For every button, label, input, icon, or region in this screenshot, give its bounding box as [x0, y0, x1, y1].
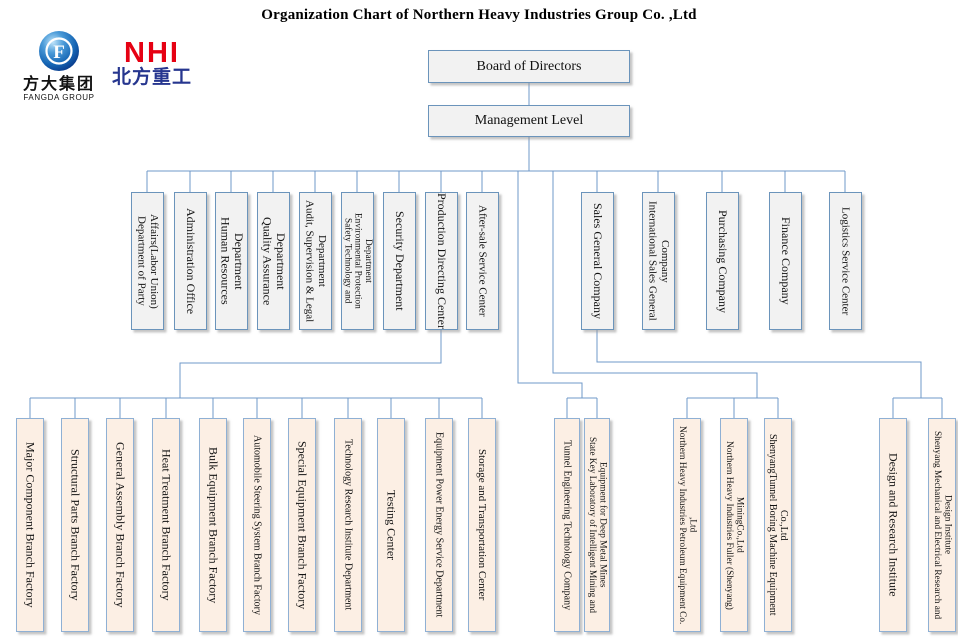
org-box-human-resources-department: Human Resources Department: [215, 192, 248, 330]
org-box-after-sale-service-center: After-sale Service Center: [466, 192, 499, 330]
org-box-shenyang-mechanical-electrical-research: Shenyang Mechanical and Electrical Resea…: [928, 418, 956, 632]
board-label: Board of Directors: [476, 58, 582, 74]
connector-tier2-drops: [146, 171, 846, 192]
org-box-design-and-research-institute: Design and Research Institute: [879, 418, 907, 632]
org-box-storage-and-transportation-center: Storage and Transportation Center: [468, 418, 496, 632]
org-box-structural-parts-branch-factory: Structural Parts Branch Factory: [61, 418, 89, 632]
org-box-state-key-laboratory: State Key Laboratory of Intelligent Mini…: [584, 418, 610, 632]
org-box-safety-technology-environmental-protection: Safety Technology and Environmental Prot…: [341, 192, 374, 330]
org-box-nhi-fuller-shenyang-mining: Northern Heavy Industries Fuller (Shenya…: [720, 418, 748, 632]
org-box-audit-supervision-legal-department: Audit, Supervision & Legal Department: [299, 192, 332, 330]
connector-group2-drops: [566, 398, 598, 418]
org-box-testing-center: Testing Center: [377, 418, 405, 632]
connector-group3-drops: [686, 398, 779, 418]
connector-group3-feed: [552, 171, 758, 398]
org-box-administration-office: Administration Office: [174, 192, 207, 330]
org-box-bulk-equipment-branch-factory: Bulk Equipment Branch Factory: [199, 418, 227, 632]
page-title: Organization Chart of Northern Heavy Ind…: [261, 7, 697, 23]
svg-text:F: F: [53, 42, 65, 63]
org-box-logistics-service-center: Logistics Service Center: [829, 192, 862, 330]
org-box-major-component-branch-factory: Major Component Branch Factory: [16, 418, 44, 632]
org-box-general-assembly-branch-factory: General Assembly Branch Factory: [106, 418, 134, 632]
org-box-purchasing-company: Purchasing Company: [706, 192, 739, 330]
fangda-cn-label: 方大集团: [22, 76, 95, 93]
org-box-shenyang-tunnel-boring-machine: ShenyangTunnel Boring Machine Equipment …: [764, 418, 792, 632]
connector-group4-feed: [596, 330, 922, 398]
org-box-heat-treatment-branch-factory: Heat Treatment Branch Factory: [152, 418, 180, 632]
management-label: Management Level: [474, 113, 584, 128]
org-box-security-department: Security Department: [383, 192, 416, 330]
org-box-tunnel-engineering-technology-company: Tunnel Engineering Technology Company: [554, 418, 580, 632]
connector-group2-feed: [517, 171, 583, 398]
nhi-cn-label: 北方重工: [111, 66, 192, 88]
nhi-abbr-label: NHI: [124, 37, 180, 69]
fangda-sphere-icon: F: [39, 31, 79, 71]
org-box-automobile-steering-system-branch-factory: Automobile Steering System Branch Factor…: [243, 418, 271, 632]
org-box-finance-company: Finance Company: [769, 192, 802, 330]
org-box-equipment-power-energy-service-department: Equipment Power Energy Service Departmen…: [425, 418, 453, 632]
org-box-nhi-petroleum-equipment: Northern Heavy Industries Petroleum Equi…: [673, 418, 701, 632]
org-box-board-of-directors: Board of Directors: [428, 50, 630, 83]
connector-group1-feed: [179, 330, 442, 398]
org-box-special-equipment-branch-factory: Special Equipment Branch Factory: [288, 418, 316, 632]
logo-block: F 方大集团 FANGDA GROUP NHI 北方重工: [18, 30, 198, 105]
fangda-logo: F 方大集团 FANGDA GROUP: [18, 30, 100, 103]
nhi-logo: NHI 北方重工: [106, 37, 198, 88]
org-box-production-directing-center: Production Directing Center: [425, 192, 458, 330]
org-box-quality-assurance-department: Quality Assurance Department: [257, 192, 290, 330]
org-box-sales-general-company: Sales General Company: [581, 192, 614, 330]
org-box-management-level: Management Level: [428, 105, 630, 137]
connector-group4-drops: [892, 398, 943, 418]
org-box-department-of-party-affairs: Department of Party Affairs(Labor Union): [131, 192, 164, 330]
fangda-en-label: FANGDA GROUP: [23, 93, 95, 102]
org-box-technology-research-institute-department: Technology Research Institute Department: [334, 418, 362, 632]
org-box-international-sales-general-company: International Sales General Company: [642, 192, 675, 330]
connector-group1-drops: [29, 398, 483, 418]
